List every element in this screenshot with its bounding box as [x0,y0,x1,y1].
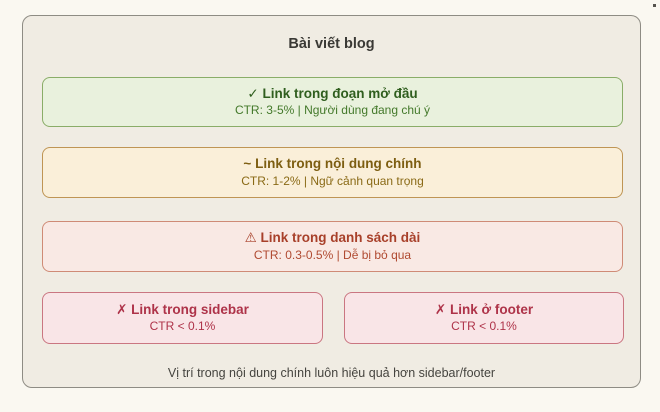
box-subtitle: CTR: 0.3-0.5% | Dễ bị bỏ qua [253,247,412,262]
box-subtitle: CTR: 3-5% | Người dùng đang chú ý [234,103,431,118]
x-icon: ✗ [434,301,447,317]
footnote: Vị trí trong nội dung chính luôn hiệu qu… [167,366,496,380]
box-subtitle: CTR < 0.1% [451,319,517,334]
frame-title: Bài viết blog [288,36,375,52]
box-title-row: ⚠ Link trong danh sách dài [245,230,421,246]
x-icon: ✗ [116,301,128,317]
warning-icon: ⚠ [244,230,257,246]
box-title: Link trong đoạn mở đầu [262,85,418,101]
dot-marker [653,4,656,7]
placement-box-main-content: ~ Link trong nội dung chính CTR: 1-2% | … [42,147,623,198]
box-title-row: ✗ Link trong sidebar [116,302,249,318]
tilde-icon: ~ [243,156,252,172]
box-title-row: ✓ Link trong đoạn mở đầu [247,86,417,102]
box-title-row: ✗ Link ở footer [435,302,533,318]
check-icon: ✓ [247,85,259,101]
box-subtitle: CTR < 0.1% [149,319,216,334]
box-title: Link trong danh sách dài [260,230,421,246]
placement-box-footer: ✗ Link ở footer CTR < 0.1% [344,292,624,344]
box-title: Link trong nội dung chính [255,156,422,172]
box-subtitle: CTR: 1-2% | Ngữ cảnh quan trọng [241,173,424,188]
box-title-row: ~ Link trong nội dung chính [243,156,421,172]
placement-box-long-list: ⚠ Link trong danh sách dài CTR: 0.3-0.5%… [42,221,623,272]
placement-box-intro-paragraph: ✓ Link trong đoạn mở đầu CTR: 3-5% | Ngư… [42,77,623,127]
placement-box-sidebar: ✗ Link trong sidebar CTR < 0.1% [42,292,323,344]
box-title: Link trong sidebar [131,301,249,317]
box-title: Link ở footer [449,301,534,317]
blog-post-frame: Bài viết blog ✓ Link trong đoạn mở đầu C… [22,15,641,388]
